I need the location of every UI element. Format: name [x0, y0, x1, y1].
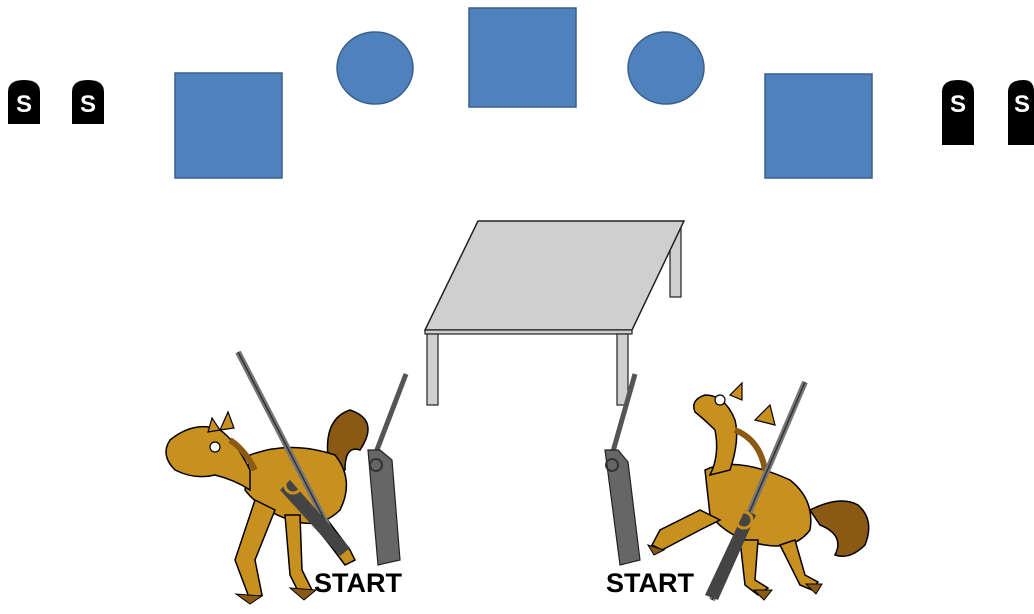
rifle-left-standing: [367, 373, 409, 566]
steel-target-tombstone-1: S: [8, 80, 40, 124]
steel-target-tombstone-3: S: [942, 80, 974, 145]
square-target-2: [468, 7, 577, 108]
square-target-1: [174, 72, 283, 179]
rifle-right-standing: [604, 373, 641, 566]
tombstone-letter: S: [1014, 91, 1030, 118]
steel-target-tombstone-4: S: [1008, 80, 1034, 145]
square-target-3: [764, 73, 873, 179]
circle-target-1: [336, 31, 414, 105]
rifle-right-held: [705, 380, 808, 602]
rifle-left-held: [235, 350, 350, 556]
start-label-right: START: [606, 568, 694, 598]
loading-table: [423, 220, 686, 406]
tombstone-letter: S: [80, 91, 96, 118]
steel-target-tombstone-2: S: [72, 80, 104, 124]
horse-shooter-right: [646, 381, 870, 601]
circle-target-2: [627, 31, 705, 105]
start-label-left: START: [314, 568, 402, 598]
tombstone-letter: S: [16, 91, 32, 118]
tombstone-letter: S: [950, 91, 966, 118]
